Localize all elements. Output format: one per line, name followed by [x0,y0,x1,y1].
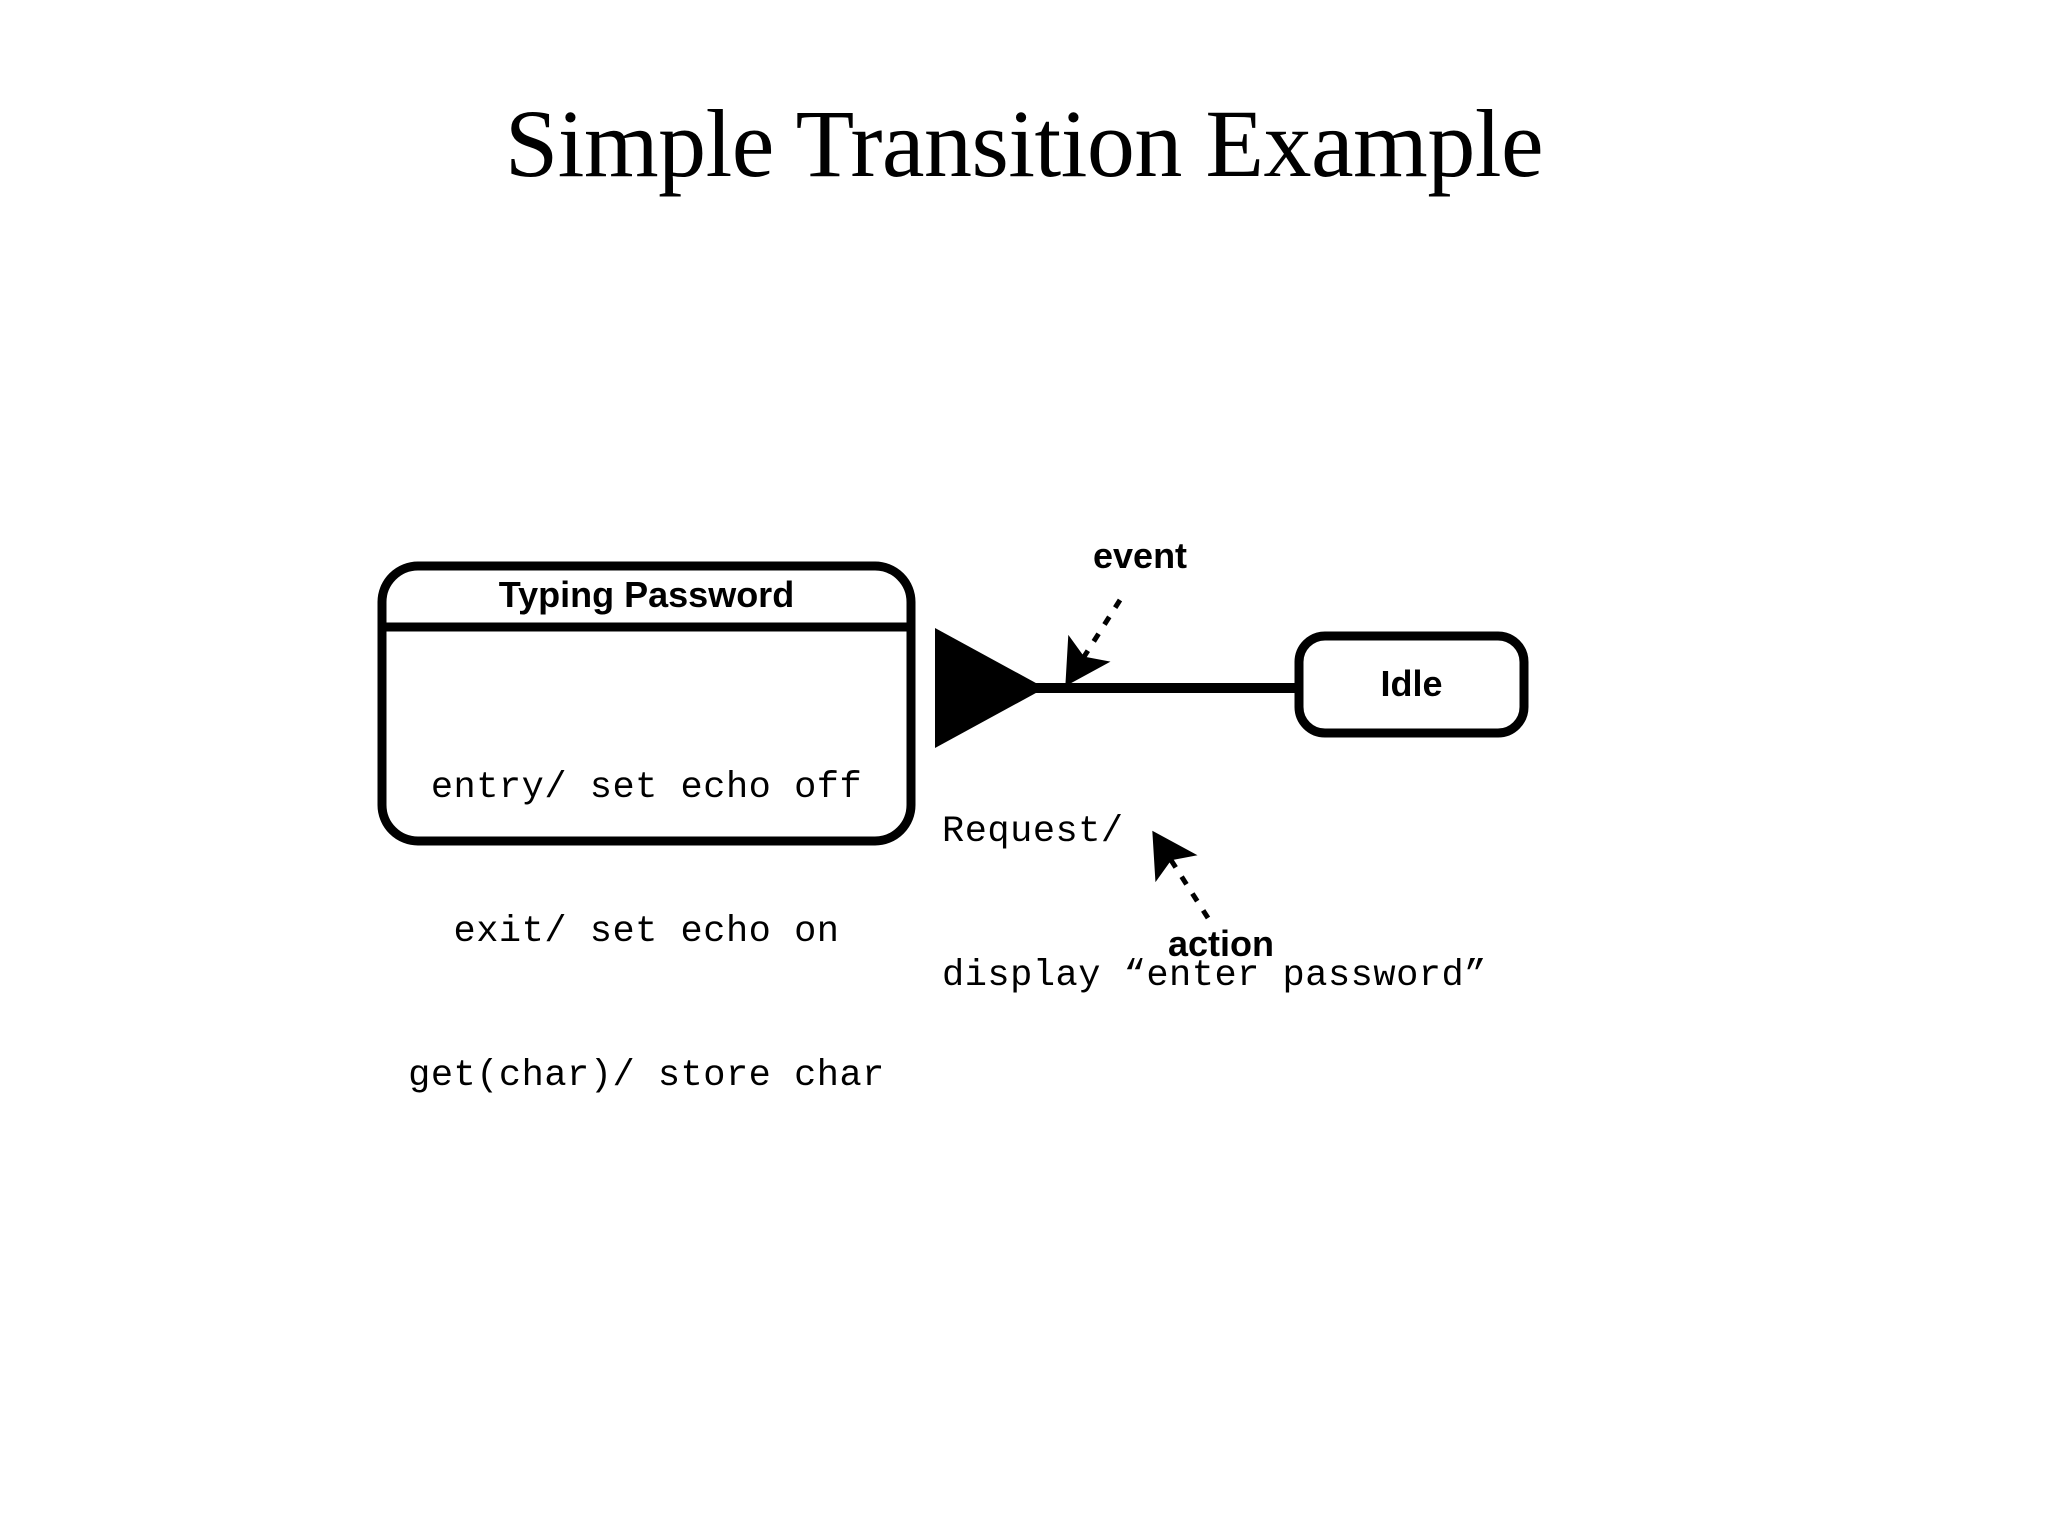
callout-action-label: action [1168,923,1275,964]
transition-action-text: display “enter password” [942,955,1487,997]
activity-entry: entry/ set echo off [430,767,863,809]
state-typing-password-label: Typing Password [498,574,795,615]
transition-event-text: Request/ [942,811,1124,853]
state-typing-password-activities: entry/ set echo off exit/ set echo on ge… [378,668,915,1196]
callout-action-connector [1152,830,1211,920]
state-typing-password-shape[interactable] [377,561,916,846]
callout-event-connector [1065,598,1123,687]
activity-get-char: get(char)/ store char [408,1055,885,1097]
state-idle-label: Idle [1380,663,1443,704]
transition-label: Request/ display “enter password” [942,712,1487,1096]
state-typing-password-outline [377,561,916,846]
activity-exit: exit/ set echo on [453,911,840,953]
page-title: Simple Transition Example [504,90,1544,197]
callout-event-label: event [1093,535,1188,576]
